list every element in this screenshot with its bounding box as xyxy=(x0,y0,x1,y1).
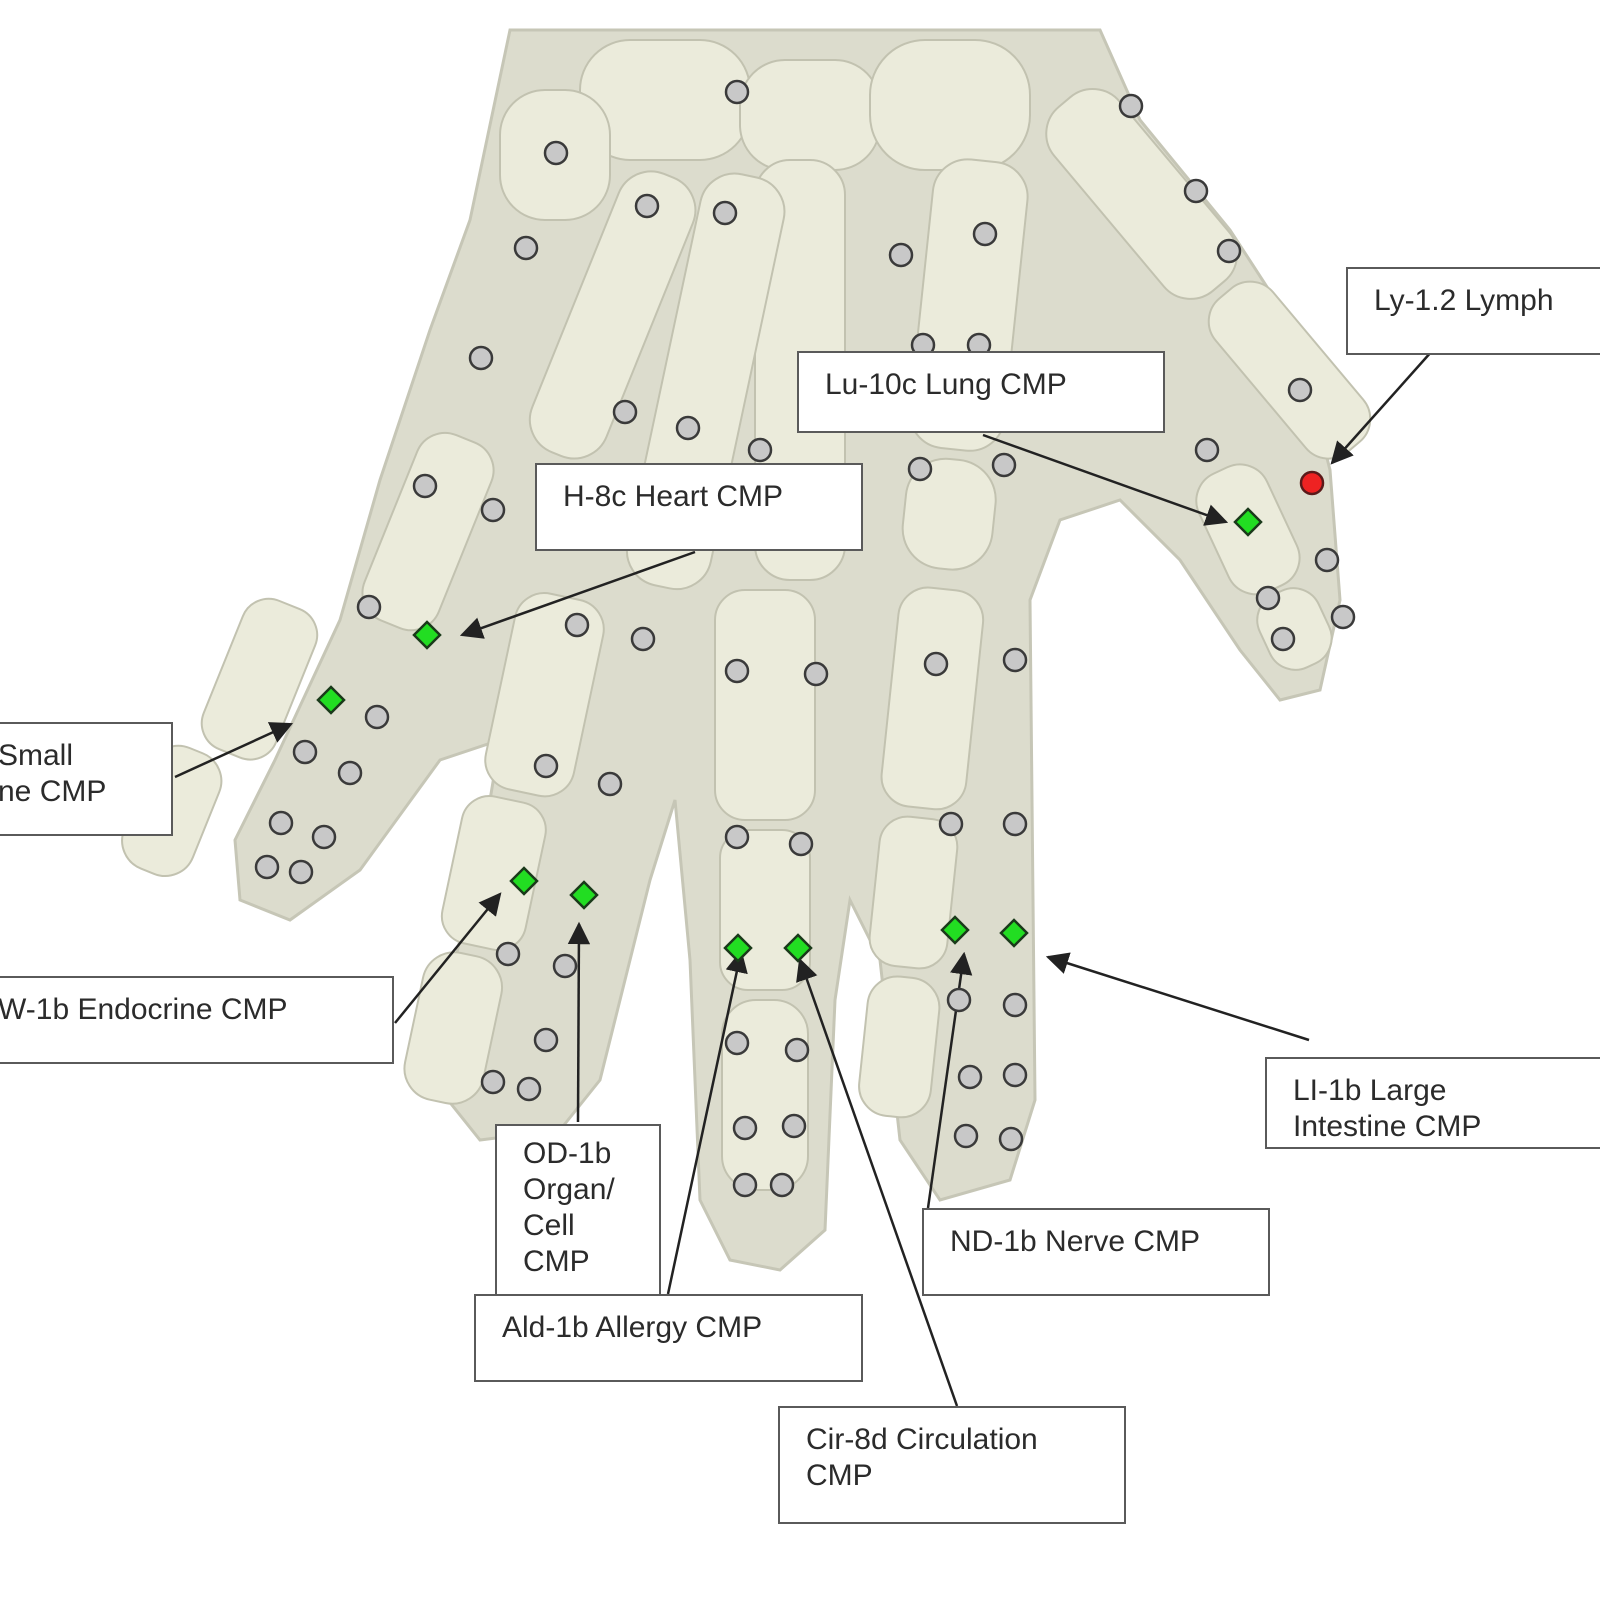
grey-circle-icon xyxy=(1270,626,1296,652)
green-diamond-icon xyxy=(783,933,813,963)
grey-circle-icon xyxy=(938,811,964,837)
grey-circle-icon xyxy=(957,1064,983,1090)
grey-circle-icon xyxy=(634,193,660,219)
label-heart: H-8c Heart CMP xyxy=(535,463,863,551)
grey-circle-icon xyxy=(1002,811,1028,837)
label-circulation: Cir-8d Circulation CMP xyxy=(778,1406,1126,1524)
grey-circle-icon xyxy=(888,242,914,268)
grey-circle-icon xyxy=(972,221,998,247)
grey-circle-icon xyxy=(412,473,438,499)
grey-circle-icon xyxy=(907,456,933,482)
grey-circle-icon xyxy=(724,1030,750,1056)
grey-circle-icon xyxy=(747,437,773,463)
grey-circle-icon xyxy=(1002,992,1028,1018)
grey-circle-icon xyxy=(516,1076,542,1102)
grey-circle-icon xyxy=(564,612,590,638)
grey-circle-icon xyxy=(630,626,656,652)
grey-circle-icon xyxy=(724,79,750,105)
grey-circle-icon xyxy=(513,235,539,261)
grey-circle-icon xyxy=(1118,93,1144,119)
grey-circle-icon xyxy=(480,497,506,523)
grey-circle-icon xyxy=(337,760,363,786)
green-diamond-icon xyxy=(569,880,599,910)
grey-circle-icon xyxy=(784,1037,810,1063)
red-circle-icon xyxy=(1299,470,1325,496)
grey-circle-icon xyxy=(612,399,638,425)
measurement-points xyxy=(254,79,1356,1198)
leader-arrow xyxy=(174,722,294,779)
leader-arrow xyxy=(982,433,1229,526)
grey-circle-icon xyxy=(533,753,559,779)
leader-arrow xyxy=(666,949,748,1295)
grey-circle-icon xyxy=(468,345,494,371)
green-diamond-icon xyxy=(412,620,442,650)
green-diamond-icon xyxy=(509,866,539,896)
grey-circle-icon xyxy=(364,704,390,730)
leader-arrows xyxy=(174,350,1433,1407)
leader-arrow xyxy=(459,550,696,639)
grey-circle-icon xyxy=(356,594,382,620)
green-diamond-icon xyxy=(940,915,970,945)
grey-circle-icon xyxy=(292,739,318,765)
grey-circle-icon xyxy=(311,824,337,850)
leader-arrow xyxy=(567,921,591,1123)
leader-arrow xyxy=(1330,350,1433,465)
grey-circle-icon xyxy=(1287,377,1313,403)
grey-circle-icon xyxy=(675,415,701,441)
green-diamond-icon xyxy=(316,685,346,715)
grey-circle-icon xyxy=(803,661,829,687)
grey-circle-icon xyxy=(480,1069,506,1095)
grey-circle-icon xyxy=(788,831,814,857)
grey-circle-icon xyxy=(732,1115,758,1141)
grey-circle-icon xyxy=(953,1123,979,1149)
grey-circle-icon xyxy=(533,1027,559,1053)
label-organ-cell: OD-1b Organ/ Cell CMP xyxy=(495,1124,661,1302)
green-diamond-icon xyxy=(1233,507,1263,537)
label-small-intestine: Small ne CMP xyxy=(0,722,173,836)
grey-circle-icon xyxy=(769,1172,795,1198)
leader-arrow xyxy=(796,957,959,1407)
grey-circle-icon xyxy=(552,953,578,979)
carpal-bone xyxy=(739,59,881,171)
leader-arrow xyxy=(1045,952,1310,1042)
grey-circle-icon xyxy=(712,200,738,226)
grey-circle-icon xyxy=(998,1126,1024,1152)
grey-circle-icon xyxy=(1255,585,1281,611)
grey-circle-icon xyxy=(781,1113,807,1139)
grey-circle-icon xyxy=(923,651,949,677)
label-endocrine: W-1b Endocrine CMP xyxy=(0,976,394,1064)
grey-circle-icon xyxy=(1002,647,1028,673)
green-diamond-icon xyxy=(723,933,753,963)
grey-circle-icon xyxy=(495,941,521,967)
label-large-intestine: LI-1b Large Intestine CMP xyxy=(1265,1057,1600,1149)
grey-circle-icon xyxy=(268,810,294,836)
grey-circle-icon xyxy=(1330,604,1356,630)
grey-circle-icon xyxy=(732,1172,758,1198)
grey-circle-icon xyxy=(1194,437,1220,463)
thumb-bones xyxy=(1045,88,1372,460)
grey-circle-icon xyxy=(1216,238,1242,264)
carpal-bone xyxy=(869,39,1031,171)
grey-circle-icon xyxy=(991,452,1017,478)
grey-circle-icon xyxy=(288,859,314,885)
little-finger-bones xyxy=(121,170,697,877)
grey-circle-icon xyxy=(543,140,569,166)
grey-circle-icon xyxy=(724,824,750,850)
grey-circle-icon xyxy=(724,658,750,684)
grey-circle-icon xyxy=(946,987,972,1013)
label-lung: Lu-10c Lung CMP xyxy=(797,351,1165,433)
grey-circle-icon xyxy=(597,771,623,797)
label-allergy: Ald-1b Allergy CMP xyxy=(474,1294,863,1382)
grey-circle-icon xyxy=(1002,1062,1028,1088)
grey-circle-icon xyxy=(1183,178,1209,204)
label-nerve: ND-1b Nerve CMP xyxy=(922,1208,1270,1296)
label-lymph: Ly-1.2 Lymph xyxy=(1346,267,1600,355)
grey-circle-icon xyxy=(1314,547,1340,573)
grey-circle-icon xyxy=(254,854,280,880)
leader-arrow xyxy=(394,892,502,1024)
green-diamond-icon xyxy=(999,918,1029,948)
